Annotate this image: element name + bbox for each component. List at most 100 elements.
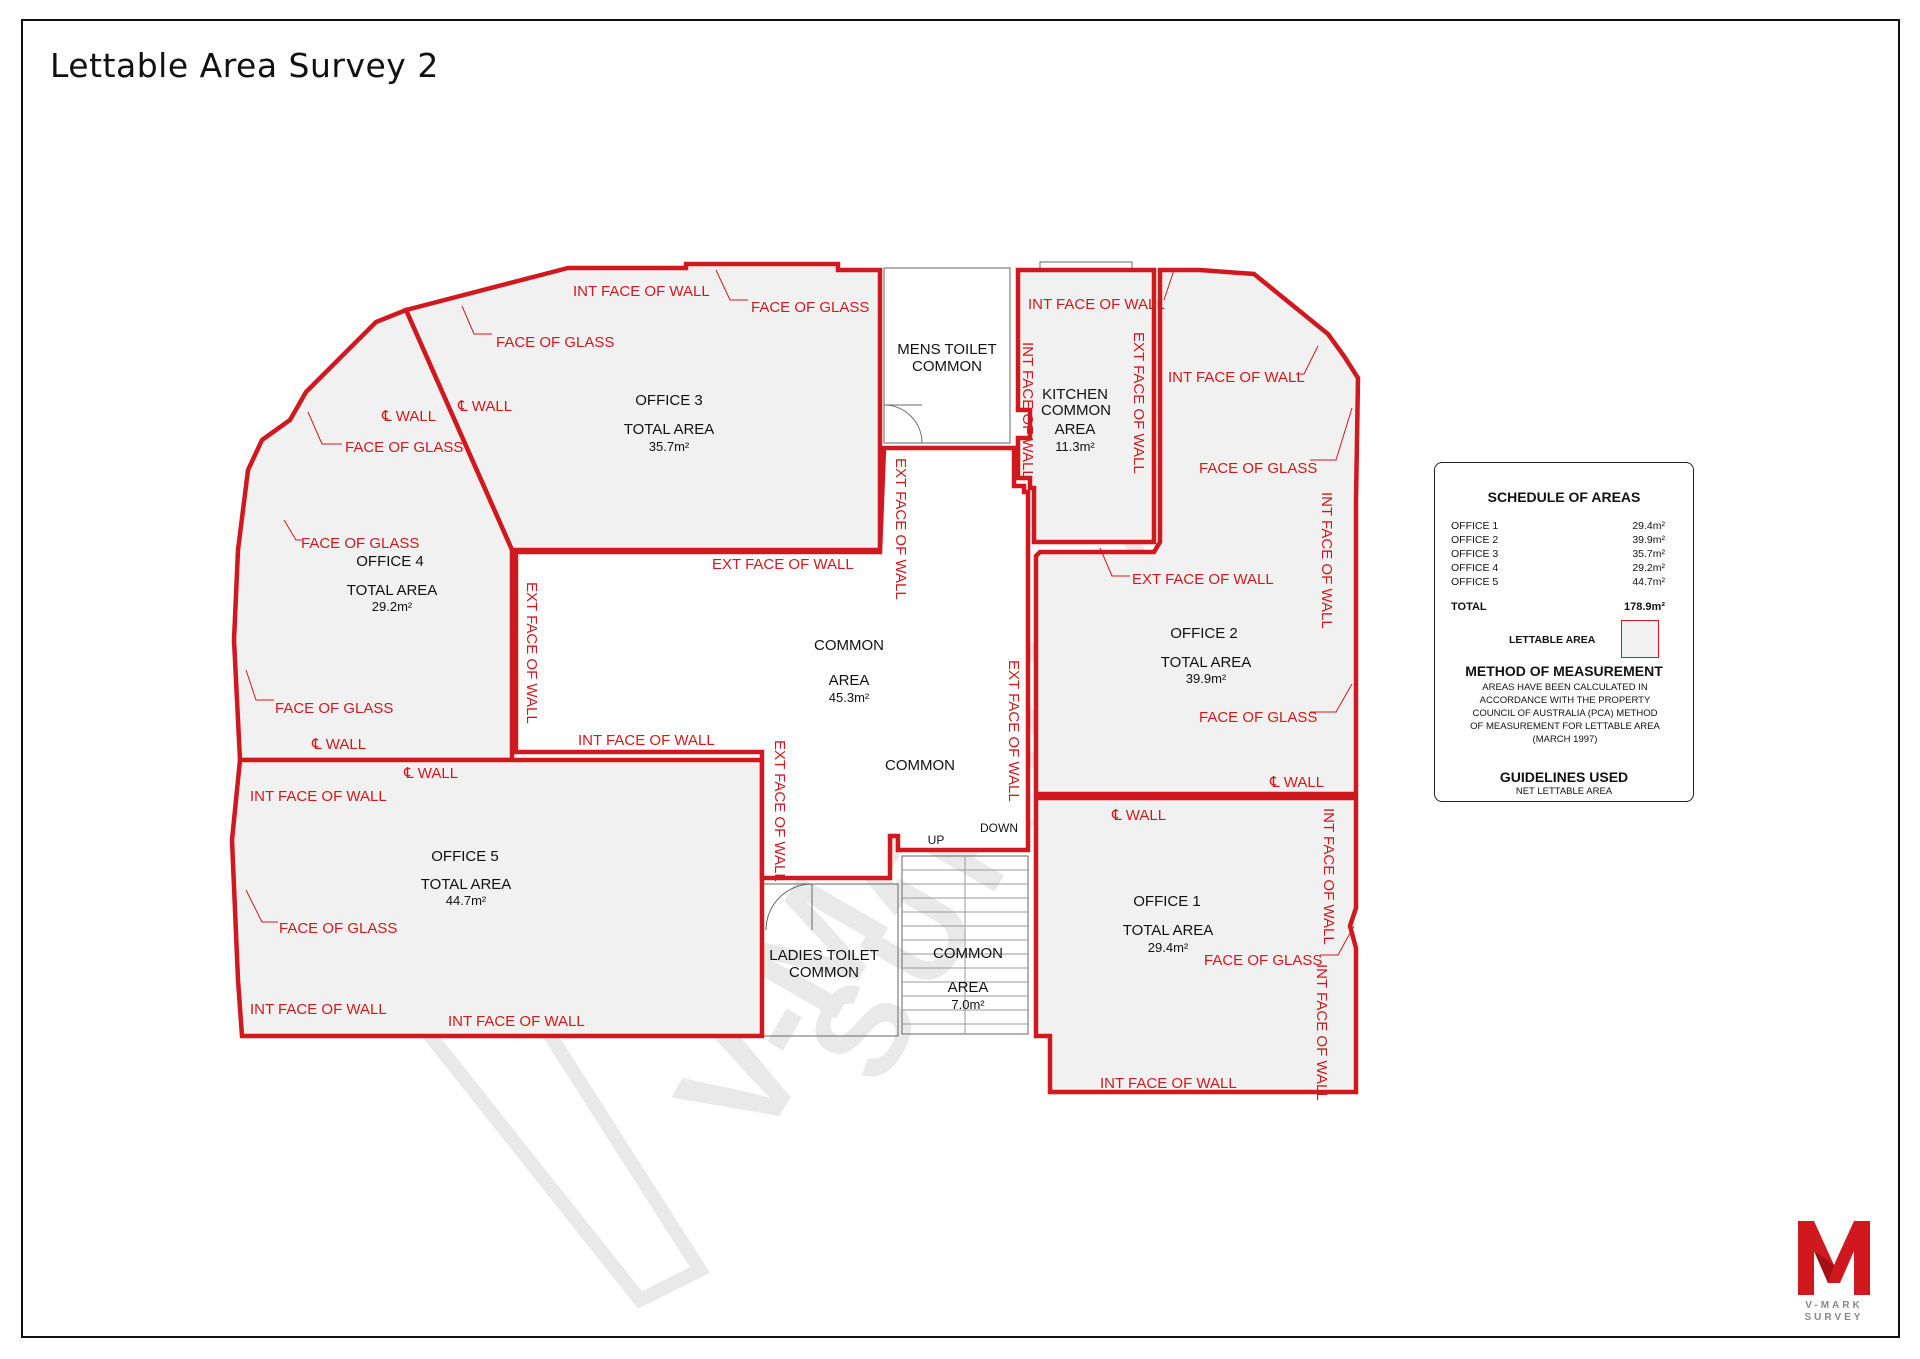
kitchen-line3: AREA xyxy=(1055,421,1096,438)
label-int-face-of-wall: INT FACE OF WALL xyxy=(250,788,387,805)
office2-name: OFFICE 2 xyxy=(1170,625,1238,642)
label-ext-face-of-wall-vertical: EXT FACE OF WALL xyxy=(771,740,788,882)
label-ext-face-of-wall-vertical: EXT FACE OF WALL xyxy=(1130,332,1147,474)
schedule-row: OFFICE 1 29.4m² xyxy=(1451,519,1665,533)
office1-area: 29.4m² xyxy=(1148,940,1189,955)
schedule-title: SCHEDULE OF AREAS xyxy=(1487,489,1641,505)
schedule-of-areas-panel: SCHEDULE OF AREAS OFFICE 1 29.4m² OFFICE … xyxy=(1434,462,1694,802)
label-ext-face-of-wall: EXT FACE OF WALL xyxy=(712,556,854,573)
schedule-row: OFFICE 3 35.7m² xyxy=(1451,547,1665,561)
stair-treads xyxy=(902,856,1028,1034)
label-int-face-of-wall: INT FACE OF WALL xyxy=(250,1001,387,1018)
logo-text-line1: V-MARK xyxy=(1805,1300,1863,1311)
office5-name: OFFICE 5 xyxy=(431,848,499,865)
room-office4 xyxy=(231,307,515,763)
ladies-toilet-line2: COMMON xyxy=(789,964,859,981)
kitchen-line2: COMMON xyxy=(1041,402,1111,419)
schedule-row-name: OFFICE 3 xyxy=(1451,548,1499,560)
office1-total-label: TOTAL AREA xyxy=(1123,922,1214,939)
label-ext-face-of-wall-vertical: EXT FACE OF WALL xyxy=(523,582,540,724)
office3-name: OFFICE 3 xyxy=(635,392,703,409)
schedule-row-area: 29.2m² xyxy=(1632,562,1665,574)
label-int-face-of-wall: INT FACE OF WALL xyxy=(448,1013,585,1030)
label-face-of-glass: FACE OF GLASS xyxy=(751,299,869,316)
label-cl-wall: ℄ WALL xyxy=(311,736,366,753)
common-area-value: 45.3m² xyxy=(829,690,870,705)
ladies-toilet-line1: LADIES TOILET xyxy=(769,947,879,964)
schedule-row-area: 44.7m² xyxy=(1632,576,1665,588)
label-int-face-of-wall: INT FACE OF WALL xyxy=(1100,1075,1237,1092)
label-int-face-of-wall-vertical: INT FACE OF WALL xyxy=(1318,492,1335,629)
page-title: Lettable Area Survey 2 xyxy=(50,46,439,85)
room-office2 xyxy=(1033,267,1361,797)
label-face-of-glass: FACE OF GLASS xyxy=(1199,460,1317,477)
mens-toilet-line1: MENS TOILET xyxy=(897,341,996,358)
mens-toilet-outline xyxy=(883,267,1011,444)
label-int-face-of-wall: INT FACE OF WALL xyxy=(1168,369,1305,386)
door-mens-toilet xyxy=(883,404,923,444)
schedule-total-value: 178.9m² xyxy=(1624,601,1665,613)
mens-toilet-line2: COMMON xyxy=(912,358,982,375)
label-face-of-glass: FACE OF GLASS xyxy=(496,334,614,351)
lettable-area-label: LETTABLE AREA xyxy=(1509,634,1596,646)
schedule-row-area: 35.7m² xyxy=(1632,548,1665,560)
label-face-of-glass: FACE OF GLASS xyxy=(301,535,419,552)
guidelines-title: GUIDELINES USED xyxy=(1499,769,1629,785)
stair-common-line1: COMMON xyxy=(933,945,1003,962)
stair-up: UP xyxy=(928,833,945,847)
schedule-row: OFFICE 5 44.7m² xyxy=(1451,575,1665,589)
rooms xyxy=(229,261,1361,1095)
schedule-row-name: OFFICE 2 xyxy=(1451,534,1499,546)
room-labels: OFFICE 3 TOTAL AREA 35.7m² OFFICE 4 TOTA… xyxy=(347,341,1252,1012)
label-face-of-glass: FACE OF GLASS xyxy=(275,700,393,717)
schedule-row-name: OFFICE 4 xyxy=(1451,562,1499,574)
method-title: METHOD OF MEASUREMENT xyxy=(1465,663,1663,679)
logo-text-line2: SURVEY xyxy=(1804,1312,1864,1323)
label-cl-wall: ℄ WALL xyxy=(403,765,458,782)
label-ext-face-of-wall-vertical: EXT FACE OF WALL xyxy=(892,458,909,600)
office5-total-label: TOTAL AREA xyxy=(421,876,512,893)
common-area-line2: AREA xyxy=(829,672,870,689)
kitchen-line1: KITCHEN xyxy=(1042,386,1108,403)
room-office1 xyxy=(1033,795,1359,1095)
vmark-logo-icon xyxy=(1798,1221,1870,1295)
schedule-row-area: 29.4m² xyxy=(1632,520,1665,532)
office4-area: 29.2m² xyxy=(372,599,413,614)
label-face-of-glass: FACE OF GLASS xyxy=(279,920,397,937)
door-ladies-toilet xyxy=(765,883,813,931)
leader-lines xyxy=(245,269,1355,956)
label-int-face-of-wall: INT FACE OF WALL xyxy=(1028,296,1165,313)
label-int-face-of-wall-vertical: INT FACE OF WALL xyxy=(1313,964,1330,1101)
room-kitchen xyxy=(1015,267,1157,545)
label-cl-wall: ℄ WALL xyxy=(381,408,436,425)
stair-down: DOWN xyxy=(980,821,1018,835)
room-common-area xyxy=(513,445,1031,881)
label-int-face-of-wall-vertical: INT FACE OF WALL xyxy=(1019,342,1036,479)
office3-area: 35.7m² xyxy=(649,439,690,454)
drawing-frame xyxy=(21,19,1900,1338)
method-text: AREAS HAVE BEEN CALCULATED IN ACCORDANCE… xyxy=(1470,682,1660,745)
label-ext-face-of-wall: EXT FACE OF WALL xyxy=(1132,571,1274,588)
common-area-line1: COMMON xyxy=(814,637,884,654)
kitchen-area: 11.3m² xyxy=(1055,439,1095,454)
schedule-total-label: TOTAL xyxy=(1451,601,1487,613)
label-cl-wall: ℄ WALL xyxy=(1269,774,1324,791)
schedule-row: OFFICE 4 29.2m² xyxy=(1451,561,1665,575)
label-face-of-glass: FACE OF GLASS xyxy=(345,439,463,456)
label-int-face-of-wall: INT FACE OF WALL xyxy=(573,283,710,300)
red-labels: INT FACE OF WALL FACE OF GLASS FACE OF G… xyxy=(250,283,1337,1101)
label-face-of-glass: FACE OF GLASS xyxy=(1204,952,1322,969)
office1-name: OFFICE 1 xyxy=(1133,893,1201,910)
office2-area: 39.9m² xyxy=(1186,671,1227,686)
schedule-row-name: OFFICE 1 xyxy=(1451,520,1499,532)
lettable-area-swatch xyxy=(1621,620,1659,658)
label-ext-face-of-wall-vertical: EXT FACE OF WALL xyxy=(1005,660,1022,802)
office3-total-label: TOTAL AREA xyxy=(624,421,715,438)
label-int-face-of-wall: INT FACE OF WALL xyxy=(578,732,715,749)
stair-common-area: 7.0m² xyxy=(951,997,985,1012)
schedule-row-name: OFFICE 5 xyxy=(1451,576,1499,588)
label-face-of-glass: FACE OF GLASS xyxy=(1199,709,1317,726)
office5-area: 44.7m² xyxy=(446,893,487,908)
office4-total-label: TOTAL AREA xyxy=(347,582,438,599)
